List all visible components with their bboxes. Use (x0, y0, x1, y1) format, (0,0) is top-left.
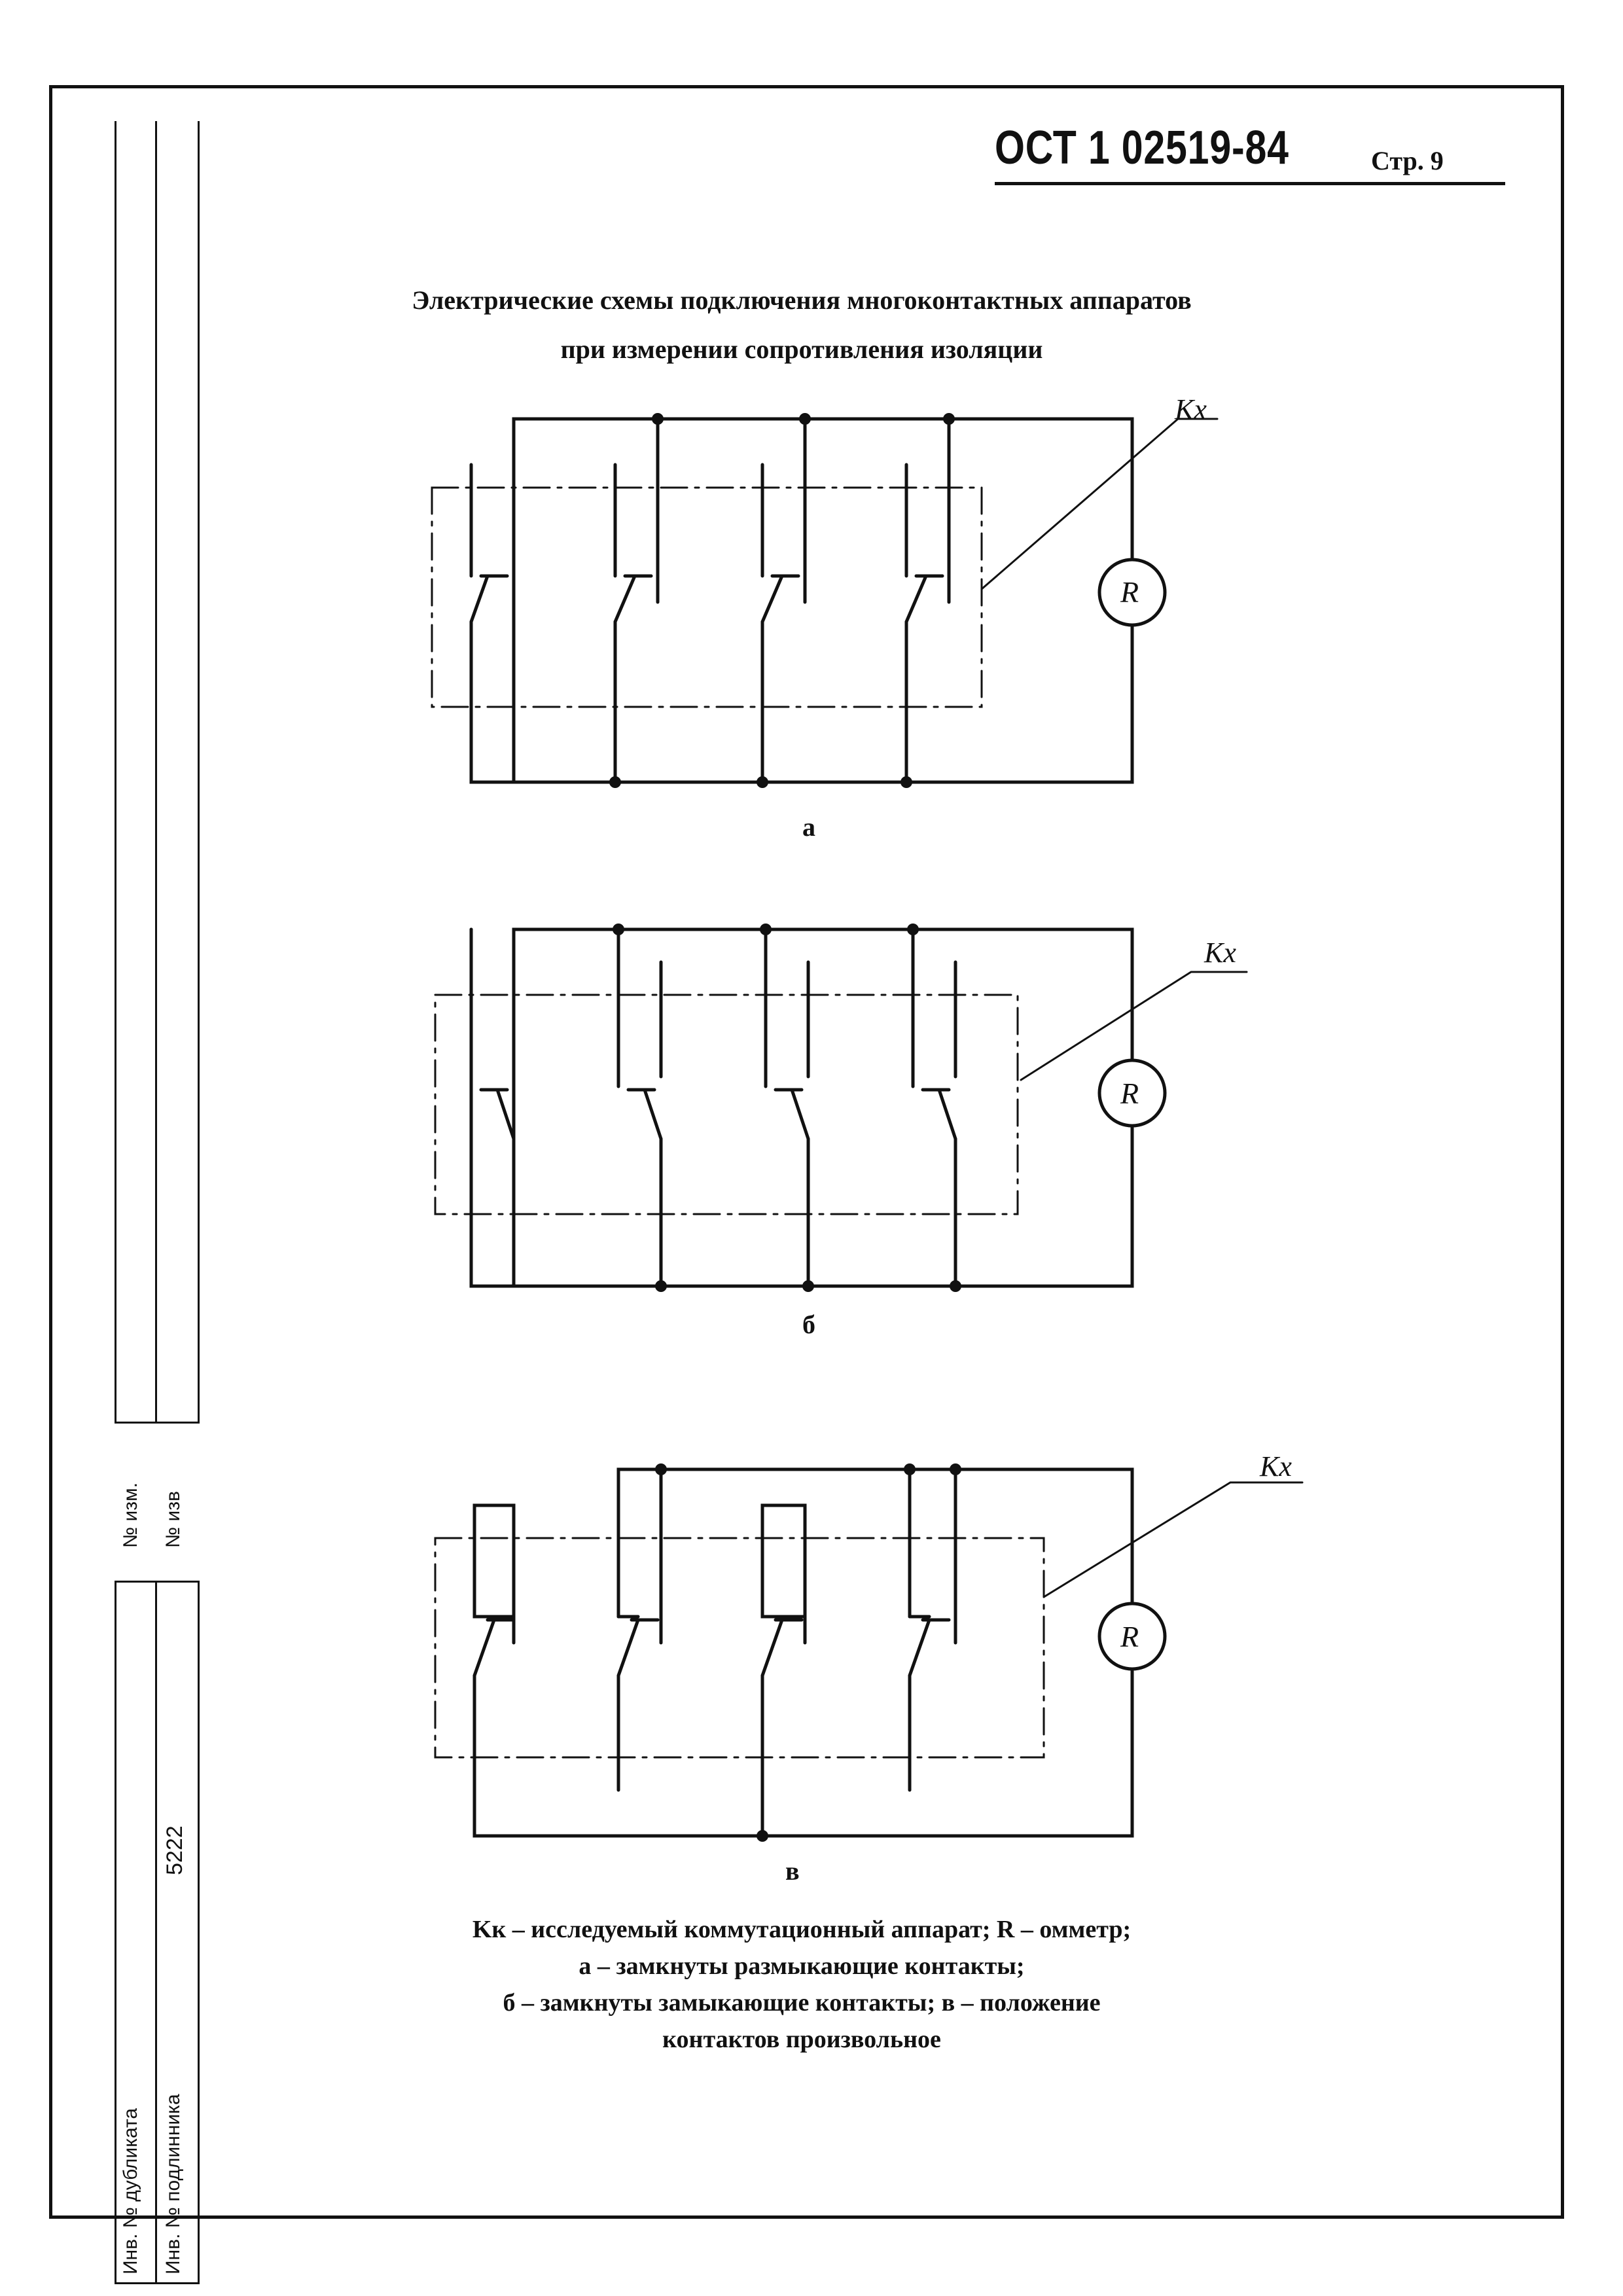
schematic-a (431, 413, 1219, 788)
schematic-a-switch-4 (904, 417, 951, 784)
header-rule (995, 182, 1505, 185)
strip-col-right-bottom (157, 1581, 200, 2284)
schematic-b-meter-label: R (1120, 1077, 1139, 1110)
schematic-a-leader (980, 418, 1219, 590)
legend-line3: б – замкнуты замыкающие контакты; в – по… (503, 1989, 1101, 2017)
legend-line4: контактов произвольное (662, 2026, 941, 2053)
schematic-v-dashed-box (434, 1537, 1045, 1759)
schematic-v-switch-3 (760, 1503, 807, 1838)
schematic-a-bottom-wire (469, 620, 1134, 784)
schematic-b-switch-1 (469, 927, 516, 1288)
side-strip: № изм. № изв 5222 Инв. № дубликата Инв. … (115, 121, 200, 2284)
schematic-v-leader (1043, 1481, 1304, 1598)
schematic-a-switch-2 (613, 417, 660, 784)
schematic-v-ohmmeter (1097, 1602, 1167, 1671)
strip-col-left-bottom (115, 1581, 157, 2284)
schematic-v-letter: в (785, 1856, 800, 1886)
schematic-b-leader (1020, 971, 1248, 1081)
schematic-a-dashed-box (431, 486, 983, 708)
schematic-b (434, 924, 1248, 1292)
schematic-b-switch-3 (764, 927, 810, 1288)
schematic-b-switch-2 (616, 927, 663, 1288)
page-number: Стр. 9 (1371, 146, 1444, 175)
schematic-v-switch-2 (616, 1467, 663, 1792)
schematic-b-ohmmeter (1097, 1058, 1167, 1128)
schematic-b-kx-label: Kx (1204, 937, 1236, 969)
schematic-v-kx-label: Kx (1259, 1450, 1292, 1482)
figure-title-line2: при измерении сопротивления изоляции (560, 334, 1043, 364)
schematic-v-switch-1 (473, 1503, 516, 1677)
schematic-b-dashed-box (434, 994, 1019, 1215)
schematic-b-bottom-wire (469, 927, 1134, 1288)
schematic-a-top-wire (512, 417, 1134, 784)
legend-line2: а – замкнуты размыкающие контакты; (579, 1952, 1025, 1980)
page-frame (49, 85, 1564, 2219)
schematic-a-ohmmeter (1097, 558, 1167, 627)
schematic-b-letter: б (802, 1310, 815, 1339)
schematic-v-switch-4 (908, 1467, 957, 1792)
schematic-b-top-wire (512, 927, 1134, 1288)
schematic-a-switch-3 (760, 417, 807, 784)
schematic-a-letter: а (802, 812, 815, 842)
schematic-a-switch-1 (469, 417, 516, 624)
legend-line1: Kк – исследуемый коммутационный аппарат;… (472, 1916, 1132, 1943)
schematic-v-top-wire (616, 1467, 1134, 1619)
schematic-v-bottom-wire (473, 1667, 1134, 1838)
schematic-a-kx-label: Kx (1174, 393, 1207, 425)
doc-code: ОСТ 1 02519-84 (995, 122, 1289, 174)
schematic-a-meter-label: R (1120, 575, 1139, 609)
figure-title-line1: Электрические схемы подключения многокон… (412, 285, 1192, 315)
strip-col-right-top (157, 121, 200, 1424)
schematic-b-switch-4 (911, 927, 957, 1288)
strip-col-left-top (115, 121, 157, 1424)
schematic-v-meter-label: R (1120, 1620, 1139, 1653)
schematic-v (434, 1463, 1304, 1842)
